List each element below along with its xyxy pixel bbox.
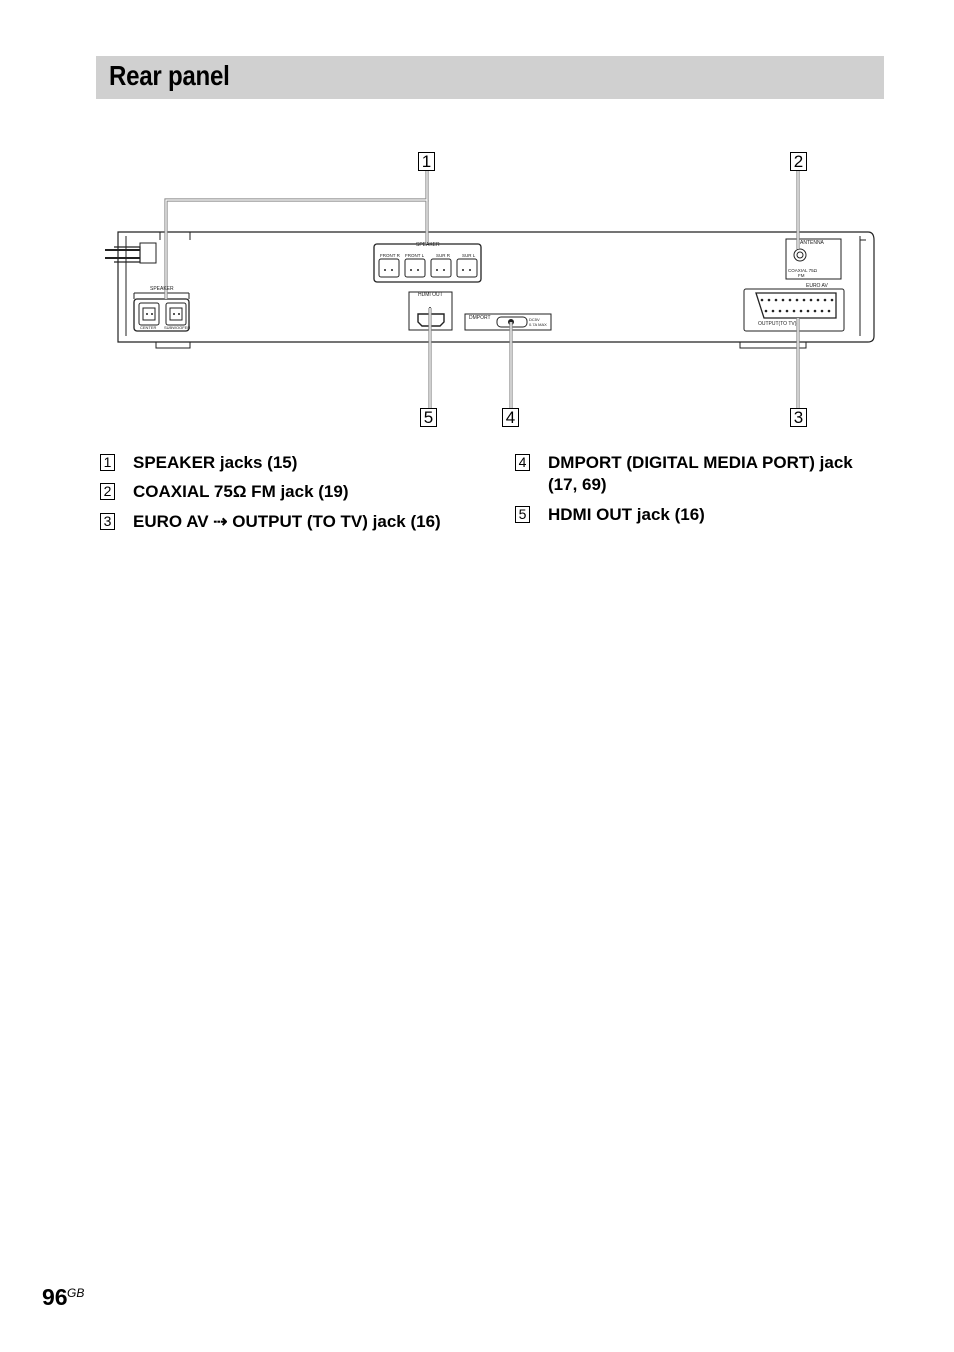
hdmi-out-label: HDMI OUT [418, 292, 443, 298]
speaker-left-label: SPEAKER [150, 286, 174, 292]
dmport-label: DMPORT [469, 315, 491, 321]
front-l-label: FRONT L [405, 253, 425, 258]
legend-item-3: 3 EURO AV ⇢ OUTPUT (TO TV) jack (16) [100, 511, 490, 533]
dmport-spec-2: 0.7A MAX [529, 322, 547, 327]
legend-number: 3 [100, 513, 115, 530]
sur-l-label: SUR L [462, 253, 476, 258]
rear-panel-diagram: 1 2 3 4 5 SPEAKER CENTER SUBWOOFER SPEAK… [0, 0, 954, 440]
legend-text: COAXIAL 75Ω FM jack (19) [133, 482, 349, 501]
section-title: Rear panel [109, 60, 230, 91]
legend-text: EURO AV ⇢ OUTPUT (TO TV) jack (16) [133, 512, 441, 531]
legend-text: SPEAKER jacks (15) [133, 453, 298, 472]
page-suffix: GB [67, 1286, 85, 1300]
legend-item-4: 4 DMPORT (DIGITAL MEDIA PORT) jack (17, … [515, 452, 885, 496]
speaker-top-label: SPEAKER [416, 242, 440, 248]
callout-2: 2 [790, 152, 807, 171]
legend-number: 5 [515, 506, 530, 523]
callout-3: 3 [790, 408, 807, 427]
callout-1: 1 [418, 152, 435, 171]
subwoofer-label: SUBWOOFER [164, 325, 191, 330]
legend-item-5: 5 HDMI OUT jack (16) [515, 504, 885, 526]
antenna-label: ANTENNA [800, 240, 824, 246]
legend-number: 4 [515, 454, 530, 471]
output-to-tv-label: OUTPUT(TO TV) [758, 321, 797, 327]
legend-text: DMPORT (DIGITAL MEDIA PORT) jack (17, 69… [548, 453, 853, 494]
callout-4: 4 [502, 408, 519, 427]
legend-item-1: 1 SPEAKER jacks (15) [100, 452, 480, 474]
fm-label: FM [798, 273, 805, 278]
coaxial-label: COAXIAL 75Ω [788, 268, 817, 273]
legend-item-2: 2 COAXIAL 75Ω FM jack (19) [100, 481, 480, 503]
page-number: 96 [42, 1284, 68, 1310]
euro-av-label: EURO AV [806, 283, 828, 289]
euro-av-pins [760, 298, 834, 313]
center-label: CENTER [140, 325, 157, 330]
sur-r-label: SUR R [436, 253, 451, 258]
front-r-label: FRONT R [380, 253, 400, 258]
section-title-bar: Rear panel [96, 56, 884, 99]
dmport-spec-1: DC5V [529, 317, 540, 322]
legend-number: 2 [100, 483, 115, 500]
callout-5: 5 [420, 408, 437, 427]
legend-number: 1 [100, 454, 115, 471]
rear-panel-illustration [105, 171, 875, 408]
legend-text: HDMI OUT jack (16) [548, 505, 705, 524]
